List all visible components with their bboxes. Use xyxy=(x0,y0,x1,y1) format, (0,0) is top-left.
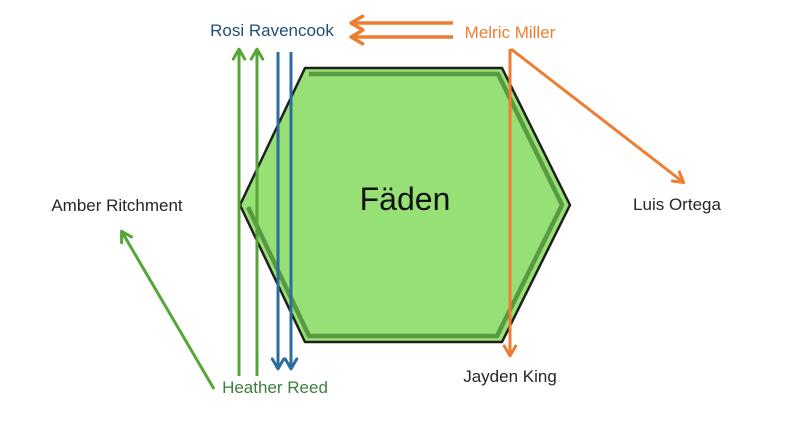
arrow-layer xyxy=(120,14,686,390)
arrow-heather-to-amber xyxy=(120,229,216,390)
label-amber-ritchment: Amber Ritchment xyxy=(51,195,183,215)
label-luis-ortega: Luis Ortega xyxy=(633,194,721,214)
hexagon-label: Fäden xyxy=(359,180,451,217)
arrow-melric-to-luis xyxy=(510,47,686,184)
label-rosi-ravencook: Rosi Ravencook xyxy=(210,20,334,40)
label-heather-reed: Heather Reed xyxy=(222,377,328,397)
hexagon-bevel xyxy=(245,71,565,339)
label-jayden-king: Jayden King xyxy=(463,366,557,386)
label-melric-miller: Melric Miller xyxy=(464,22,556,42)
hexagon-shape xyxy=(238,66,572,344)
